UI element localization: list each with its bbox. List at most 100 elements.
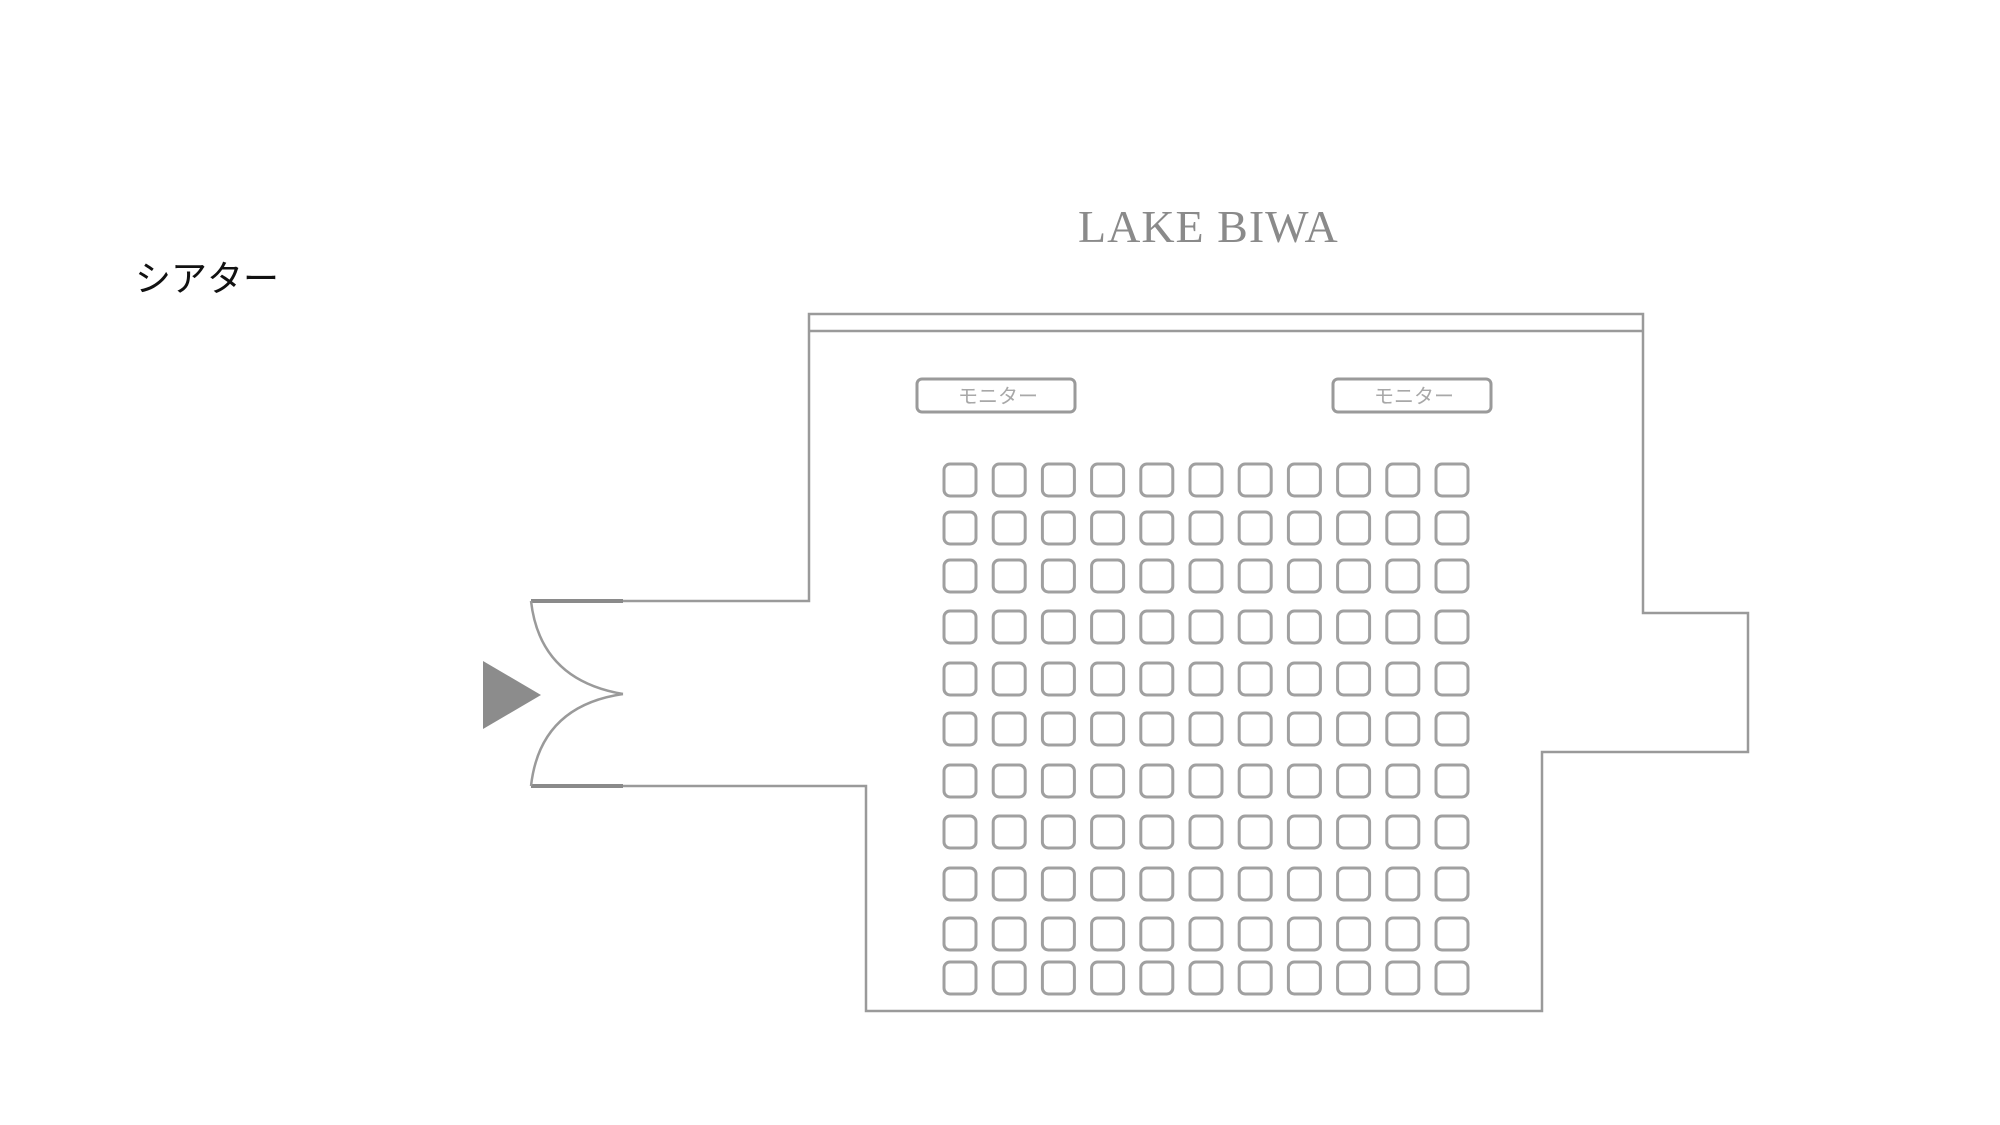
seat — [1237, 510, 1273, 546]
seat — [1090, 510, 1126, 546]
seat — [1237, 462, 1273, 498]
seat — [1040, 711, 1076, 747]
seat — [991, 711, 1027, 747]
seat — [991, 814, 1027, 850]
seat — [942, 916, 978, 952]
seat — [1286, 763, 1322, 799]
seat — [1139, 661, 1175, 697]
seat — [1385, 866, 1421, 902]
seat — [942, 814, 978, 850]
seat — [1188, 609, 1224, 645]
seat — [1237, 558, 1273, 594]
seat — [1188, 960, 1224, 996]
seat — [1090, 661, 1126, 697]
seat — [1336, 814, 1372, 850]
room-walls — [623, 312, 1750, 1013]
seat — [1090, 462, 1126, 498]
entrance-arrow-icon — [483, 661, 541, 729]
seat — [1336, 866, 1372, 902]
seat — [1385, 814, 1421, 850]
seat — [1040, 916, 1076, 952]
monitor-right: モニター — [1331, 377, 1493, 414]
seat — [1040, 960, 1076, 996]
seat — [1385, 960, 1421, 996]
seat — [1040, 609, 1076, 645]
seat — [1434, 916, 1470, 952]
room-name: LAKE BIWA — [1078, 201, 1339, 252]
seat — [991, 462, 1027, 498]
seat — [1237, 711, 1273, 747]
seat — [1286, 711, 1322, 747]
seat — [1286, 462, 1322, 498]
seat — [1090, 960, 1126, 996]
seat — [1139, 711, 1175, 747]
seat — [1139, 814, 1175, 850]
seat — [1139, 916, 1175, 952]
seat — [1336, 462, 1372, 498]
seat — [1090, 814, 1126, 850]
seat — [1434, 960, 1470, 996]
seat — [1188, 510, 1224, 546]
seat — [1286, 960, 1322, 996]
layout-title: シアター — [135, 259, 280, 300]
seat — [1139, 510, 1175, 546]
seat — [1434, 510, 1470, 546]
seat — [1188, 661, 1224, 697]
seat — [1040, 510, 1076, 546]
seat — [1040, 661, 1076, 697]
seat — [991, 510, 1027, 546]
seat — [942, 866, 978, 902]
seat — [942, 558, 978, 594]
seat — [1237, 866, 1273, 902]
seat — [1090, 866, 1126, 902]
seat — [1188, 866, 1224, 902]
seat — [1336, 609, 1372, 645]
seat-grid — [942, 462, 1470, 996]
seat — [991, 661, 1027, 697]
monitor-label: モニター — [1374, 384, 1454, 408]
seat — [1090, 609, 1126, 645]
seat — [1286, 510, 1322, 546]
seat — [1434, 462, 1470, 498]
seat — [1040, 462, 1076, 498]
seat — [991, 866, 1027, 902]
seat — [1237, 763, 1273, 799]
monitor-label: モニター — [958, 384, 1038, 408]
seat — [1385, 661, 1421, 697]
seat — [1139, 462, 1175, 498]
seat — [1385, 558, 1421, 594]
seat — [1385, 510, 1421, 546]
seat — [1188, 558, 1224, 594]
seat — [1336, 916, 1372, 952]
seat — [1237, 661, 1273, 697]
seat — [1188, 763, 1224, 799]
seat — [942, 510, 978, 546]
seat — [1434, 763, 1470, 799]
seat — [1434, 661, 1470, 697]
seat — [942, 711, 978, 747]
seat — [1237, 916, 1273, 952]
seat — [991, 609, 1027, 645]
seat — [1139, 763, 1175, 799]
seat — [1336, 661, 1372, 697]
seat — [991, 960, 1027, 996]
seat — [1434, 609, 1470, 645]
seat — [1040, 866, 1076, 902]
seat — [942, 763, 978, 799]
seat — [1090, 763, 1126, 799]
seat — [942, 661, 978, 697]
seat — [1090, 916, 1126, 952]
seat — [1188, 814, 1224, 850]
seat — [942, 960, 978, 996]
seat — [1040, 558, 1076, 594]
seat — [1188, 916, 1224, 952]
seat — [1385, 763, 1421, 799]
seat — [1188, 711, 1224, 747]
seat — [1385, 609, 1421, 645]
seat — [1385, 462, 1421, 498]
seat — [1434, 711, 1470, 747]
entrance-door[interactable] — [529, 599, 624, 788]
seat — [1336, 510, 1372, 546]
seat — [991, 763, 1027, 799]
